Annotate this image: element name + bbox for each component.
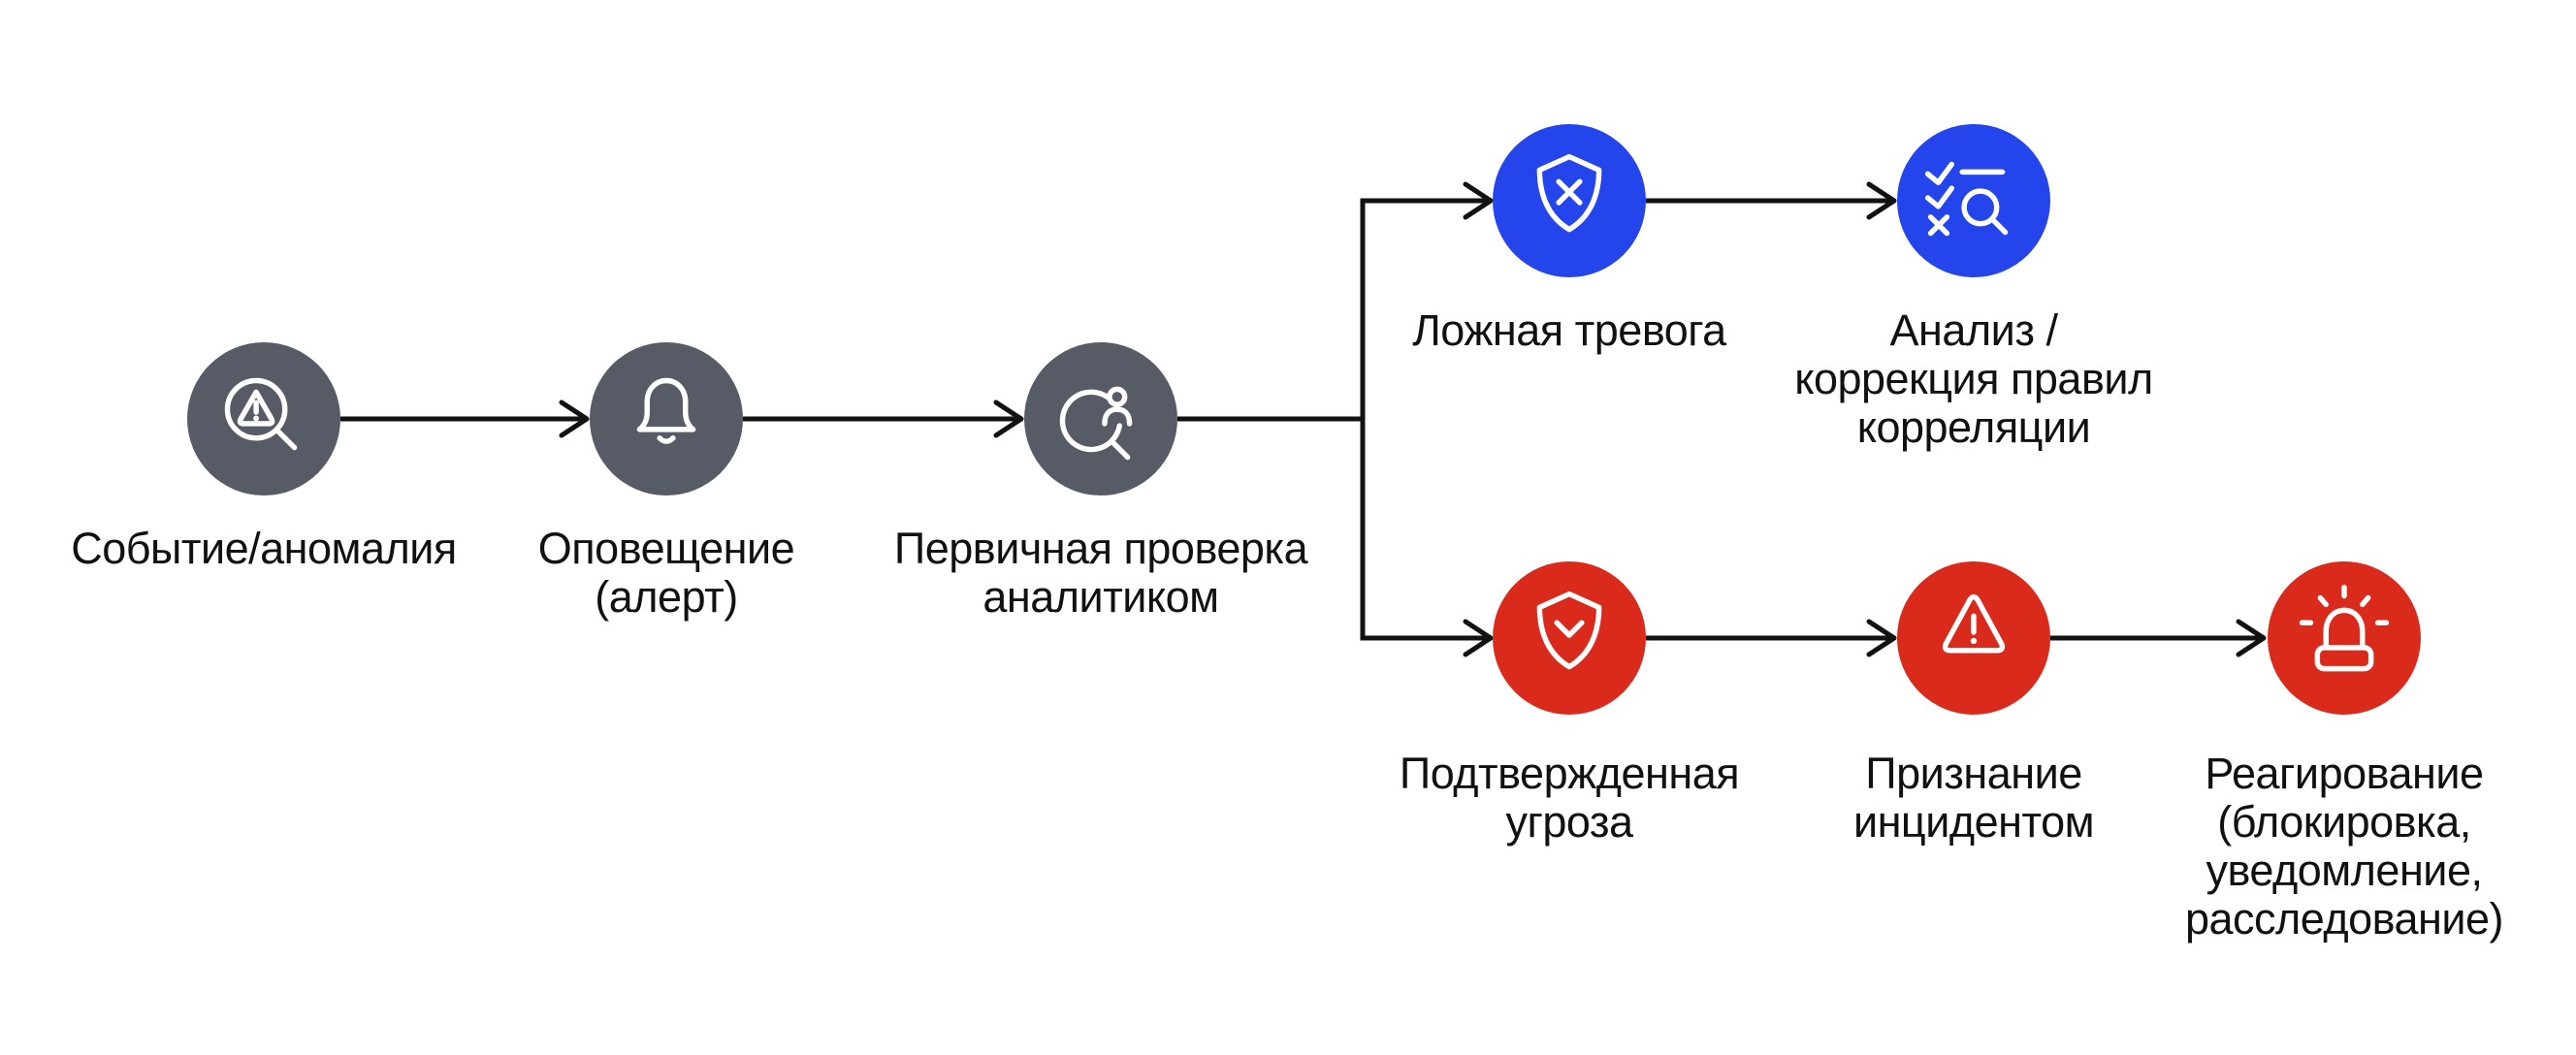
branch-bracket <box>1360 198 1491 641</box>
bell-icon <box>636 377 696 444</box>
label-confirmed-threat: Подтвержденная угроза <box>1298 750 1841 847</box>
label-response: Реагирование (блокировка, уведомление, р… <box>2073 750 2576 943</box>
shield-check-icon <box>1536 591 1602 670</box>
label-line: (блокировка, <box>2217 797 2471 847</box>
label-line: уведомление, <box>2206 846 2483 895</box>
label-line: Анализ / <box>1889 305 2058 355</box>
node-incident <box>1897 561 2050 715</box>
analyst-magnifier-icon <box>1059 386 1133 461</box>
arrowhead-icon <box>993 400 1024 438</box>
label-line: Подтвержденная <box>1399 749 1740 798</box>
label-line: угроза <box>1505 797 1633 847</box>
label-alert: Оповещение (алерт) <box>395 525 938 622</box>
label-line: Ложная тревога <box>1412 305 1726 355</box>
label-line: инцидентом <box>1852 797 2095 847</box>
magnifier-warning-icon <box>224 377 298 451</box>
label-line: аналитиком <box>982 572 1219 622</box>
label-line: Событие/аномалия <box>71 524 457 573</box>
node-response <box>2268 561 2421 715</box>
arrowhead-icon <box>1463 181 1494 220</box>
arrowhead-icon <box>1866 619 1897 657</box>
label-line: коррекция правил <box>1794 354 2153 403</box>
arrowhead-icon <box>2236 619 2267 657</box>
label-incident: Признание инцидентом <box>1702 750 2245 847</box>
checklist-magnifier-icon <box>1924 161 2009 237</box>
label-line: Признание <box>1865 749 2082 798</box>
shield-x-icon <box>1536 153 1602 233</box>
warning-triangle-icon <box>1942 593 2006 654</box>
label-line: Первичная проверка <box>893 524 1308 573</box>
node-analyst-check <box>1024 342 1177 496</box>
label-line: (алерт) <box>595 572 738 622</box>
node-event <box>187 342 340 496</box>
label-line: корреляции <box>1856 402 2091 452</box>
arrowhead-icon <box>1866 181 1897 220</box>
arrowhead-icon <box>1463 619 1494 657</box>
node-confirmed-threat <box>1493 561 1646 715</box>
arrowhead-icon <box>559 400 590 438</box>
label-line: расследование) <box>2184 894 2504 943</box>
label-event: Событие/аномалия <box>0 525 535 573</box>
node-alert <box>590 342 743 496</box>
label-false-alarm: Ложная тревога <box>1298 306 1841 355</box>
label-line: Реагирование <box>2205 749 2484 798</box>
label-analyst-check: Первичная проверка аналитиком <box>829 525 1372 622</box>
label-rule-correction: Анализ / коррекция правил корреляции <box>1702 306 2245 452</box>
node-false-alarm <box>1493 124 1646 277</box>
label-line: Оповещение <box>537 524 795 573</box>
node-rule-correction <box>1897 124 2050 277</box>
siren-icon <box>2299 584 2390 672</box>
